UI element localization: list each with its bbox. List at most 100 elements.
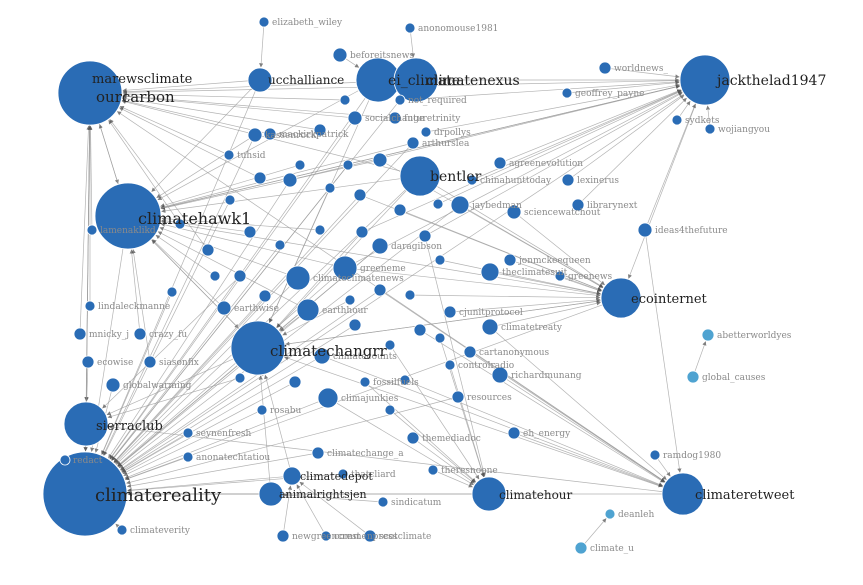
- node-n11[interactable]: [432, 198, 444, 210]
- node-n3[interactable]: [372, 152, 388, 168]
- node-abetterworldyes[interactable]: [701, 328, 715, 342]
- node-climatetreaty[interactable]: [481, 318, 499, 336]
- node-climatereality[interactable]: [42, 451, 128, 537]
- node-n19[interactable]: [209, 270, 221, 282]
- node-n9[interactable]: [353, 188, 367, 202]
- node-climatehour[interactable]: [471, 476, 507, 512]
- node-n12[interactable]: [418, 229, 432, 243]
- node-geoffrey_payne[interactable]: [561, 87, 573, 99]
- node-climatenexus[interactable]: [393, 57, 439, 103]
- node-n7[interactable]: [282, 172, 298, 188]
- node-tuhsid[interactable]: [223, 149, 235, 161]
- node-scotclimate[interactable]: [363, 529, 377, 543]
- node-anonatechtatiou[interactable]: [182, 451, 194, 463]
- node-climatehawk1[interactable]: [94, 182, 162, 250]
- node-n10[interactable]: [393, 203, 407, 217]
- node-n2[interactable]: [313, 123, 327, 137]
- node-crazy_fu[interactable]: [133, 327, 147, 341]
- node-globalwarming[interactable]: [105, 377, 121, 393]
- node-worldnews[interactable]: [598, 61, 612, 75]
- node-climateclimatenews[interactable]: [285, 265, 311, 291]
- node-n14[interactable]: [201, 243, 215, 257]
- node-rosabu[interactable]: [256, 404, 268, 416]
- node-marewsclimate[interactable]: [57, 60, 123, 126]
- node-bentler[interactable]: [399, 155, 441, 197]
- node-themediadoc[interactable]: [406, 431, 420, 445]
- node-ecointernet[interactable]: [600, 277, 642, 319]
- node-climajunkies[interactable]: [317, 387, 339, 409]
- node-newgreencrest[interactable]: [276, 529, 290, 543]
- node-socialchange[interactable]: [347, 110, 363, 126]
- node-cartanonymous[interactable]: [463, 345, 477, 359]
- node-n27[interactable]: [234, 372, 246, 384]
- node-chinahunttoday[interactable]: [466, 174, 478, 186]
- node-climateretweet[interactable]: [661, 472, 705, 516]
- node-sindicatum[interactable]: [377, 496, 389, 508]
- node-n20[interactable]: [166, 286, 178, 298]
- node-greenews[interactable]: [554, 270, 566, 282]
- node-n32[interactable]: [224, 194, 236, 206]
- node-animalrightsjen[interactable]: [258, 481, 284, 507]
- node-daragibson[interactable]: [371, 237, 389, 255]
- node-ecowise[interactable]: [81, 355, 95, 369]
- node-n34[interactable]: [314, 224, 326, 236]
- node-commenpress[interactable]: [320, 530, 332, 542]
- node-resources[interactable]: [451, 390, 465, 404]
- node-n15[interactable]: [274, 239, 286, 251]
- node-ramdog1980[interactable]: [649, 449, 661, 461]
- node-n5[interactable]: [294, 159, 306, 171]
- node-wojiangyou[interactable]: [704, 123, 716, 135]
- node-eh_energy[interactable]: [507, 426, 521, 440]
- node-siasonfix[interactable]: [143, 355, 157, 369]
- node-cjunitprotocol[interactable]: [443, 305, 457, 319]
- node-greeneme[interactable]: [332, 255, 358, 281]
- node-ideas4thefuture[interactable]: [637, 222, 653, 238]
- node-n13[interactable]: [243, 225, 257, 239]
- node-jonmckeequeen[interactable]: [503, 253, 517, 267]
- node-thatcliard[interactable]: [337, 468, 349, 480]
- node-jackthelad1947[interactable]: [679, 54, 731, 106]
- node-n31[interactable]: [174, 218, 186, 230]
- node-mackirkpatrick[interactable]: [263, 127, 277, 141]
- node-ucchalliance[interactable]: [247, 67, 273, 93]
- node-n17[interactable]: [233, 269, 247, 283]
- node-theclimatesuit[interactable]: [480, 262, 500, 282]
- node-n18[interactable]: [258, 289, 272, 303]
- node-controlradio[interactable]: [444, 359, 456, 371]
- node-climatedepot[interactable]: [282, 466, 302, 486]
- node-libraryinnext[interactable]: [571, 198, 585, 212]
- node-beforeitsnews[interactable]: [332, 47, 348, 63]
- node-futuretrinity[interactable]: [388, 111, 402, 125]
- node-n28[interactable]: [288, 375, 302, 389]
- node-sciencewatchout[interactable]: [506, 204, 522, 220]
- node-climateverity[interactable]: [116, 524, 128, 536]
- node-n6[interactable]: [253, 171, 267, 185]
- node-redact[interactable]: [59, 454, 71, 466]
- node-earthwise[interactable]: [216, 300, 232, 316]
- node-n30[interactable]: [344, 294, 356, 306]
- node-earthhour[interactable]: [296, 298, 320, 322]
- node-mnicky[interactable]: [73, 327, 87, 341]
- node-drpollys[interactable]: [420, 126, 432, 138]
- node-lexinerus[interactable]: [561, 173, 575, 187]
- node-deanleh[interactable]: [604, 508, 616, 520]
- node-jaybedman[interactable]: [450, 195, 470, 215]
- node-n4[interactable]: [342, 159, 354, 171]
- node-not_required[interactable]: [394, 94, 406, 106]
- node-n1[interactable]: [339, 94, 351, 106]
- node-n16[interactable]: [355, 225, 369, 239]
- node-n25[interactable]: [413, 323, 427, 337]
- node-lindaleckmanne[interactable]: [84, 300, 96, 312]
- node-n22[interactable]: [404, 289, 416, 301]
- node-climatechange_a[interactable]: [311, 446, 325, 460]
- node-climate_u[interactable]: [574, 541, 588, 555]
- node-richardmunang[interactable]: [491, 366, 509, 384]
- node-n23[interactable]: [348, 318, 362, 332]
- node-n21[interactable]: [373, 283, 387, 297]
- node-n8[interactable]: [324, 182, 336, 194]
- node-n26[interactable]: [434, 332, 446, 344]
- node-n24[interactable]: [384, 339, 396, 351]
- node-elizabeth_wiley[interactable]: [258, 16, 270, 28]
- node-n33[interactable]: [434, 254, 446, 266]
- node-climatechangrr[interactable]: [230, 320, 286, 376]
